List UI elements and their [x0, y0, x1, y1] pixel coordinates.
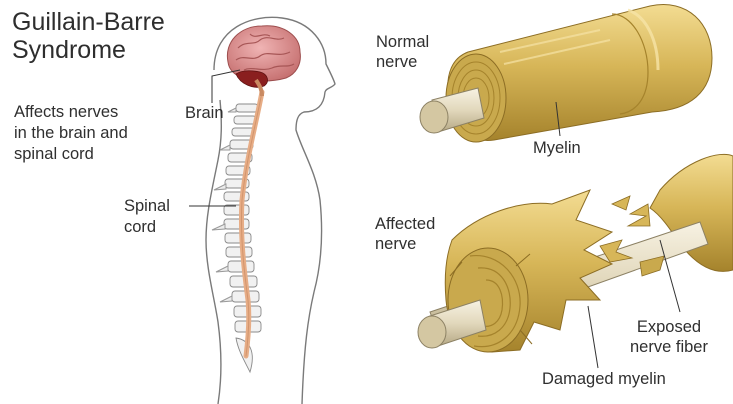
- normal-nerve-label: Normal nerve: [376, 32, 429, 72]
- back-outline: [206, 100, 221, 404]
- brain-label: Brain: [185, 104, 224, 123]
- spinal-cord-label: Spinal cord: [124, 196, 170, 237]
- normal-nerve: [420, 5, 712, 142]
- diagram-title: Guillain-Barre Syndrome: [12, 8, 165, 64]
- description-text: Affects nerves in the brain and spinal c…: [14, 102, 128, 165]
- brain: [227, 26, 300, 96]
- exposed-nerve-fiber-label: Exposed nerve fiber: [630, 318, 708, 358]
- human-figure: [206, 17, 335, 404]
- affected-nerve-label: Affected nerve: [375, 214, 435, 254]
- damaged-myelin-label: Damaged myelin: [542, 370, 666, 389]
- damaged-myelin-leader-line: [588, 306, 598, 368]
- cerebellum: [236, 71, 267, 88]
- myelin-label: Myelin: [533, 139, 581, 158]
